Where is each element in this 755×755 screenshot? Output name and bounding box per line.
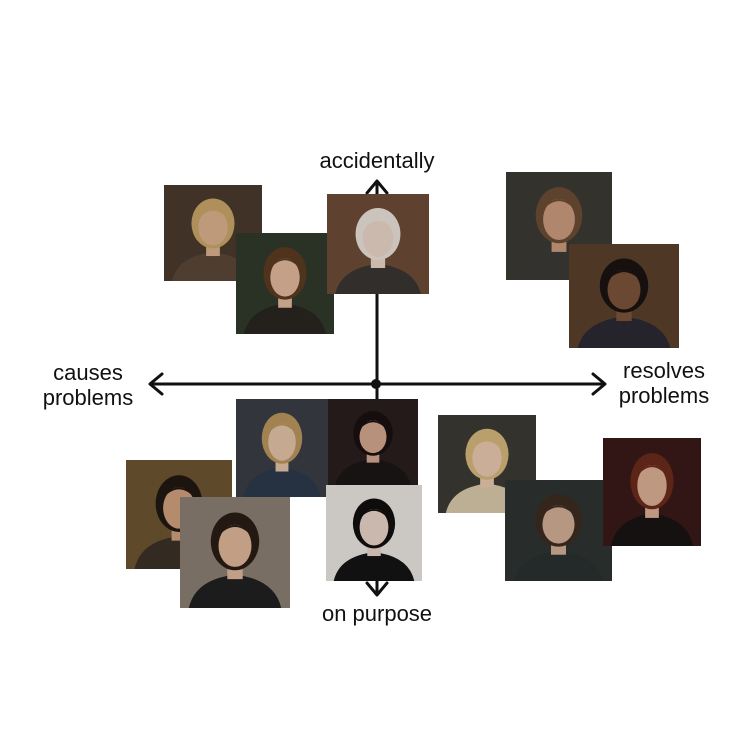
portrait-icon [569, 244, 679, 348]
portrait-icon [603, 438, 701, 546]
portrait-icon [326, 485, 422, 581]
arrow-right-icon [591, 372, 607, 396]
photo-pale-man-black-hair [326, 485, 422, 581]
arrow-down-icon [365, 581, 389, 597]
axis-label-left-line2: problems [42, 385, 134, 410]
portrait-icon [327, 194, 429, 294]
photo-curly-hair-man-dark-coat [505, 480, 612, 581]
photo-red-hair-woman [603, 438, 701, 546]
arrow-left-icon [148, 372, 164, 396]
axis-label-right-line2: problems [618, 383, 710, 408]
photo-dark-hair-woman-veil [328, 399, 418, 485]
portrait-icon [328, 399, 418, 485]
portrait-icon [505, 480, 612, 581]
arrow-up-icon [365, 179, 389, 195]
photo-platinum-hair-man [327, 194, 429, 294]
photo-blonde-woman-pinned-hair [236, 399, 328, 497]
axis-label-right-line1: resolves [623, 358, 705, 383]
photo-woman-curly-hair [569, 244, 679, 348]
portrait-icon [236, 233, 334, 334]
origin-dot [371, 379, 381, 389]
photo-man-school-tie [180, 497, 290, 608]
axis-label-bottom: on purpose [321, 601, 433, 626]
axis-label-top: accidentally [319, 148, 435, 173]
axis-label-left: causes problems [28, 360, 148, 410]
axis-label-right: resolves problems [602, 358, 726, 408]
portrait-icon [180, 497, 290, 608]
axis-label-left-line1: causes [53, 360, 123, 385]
photo-woman-wavy-hair [236, 233, 334, 334]
portrait-icon [236, 399, 328, 497]
